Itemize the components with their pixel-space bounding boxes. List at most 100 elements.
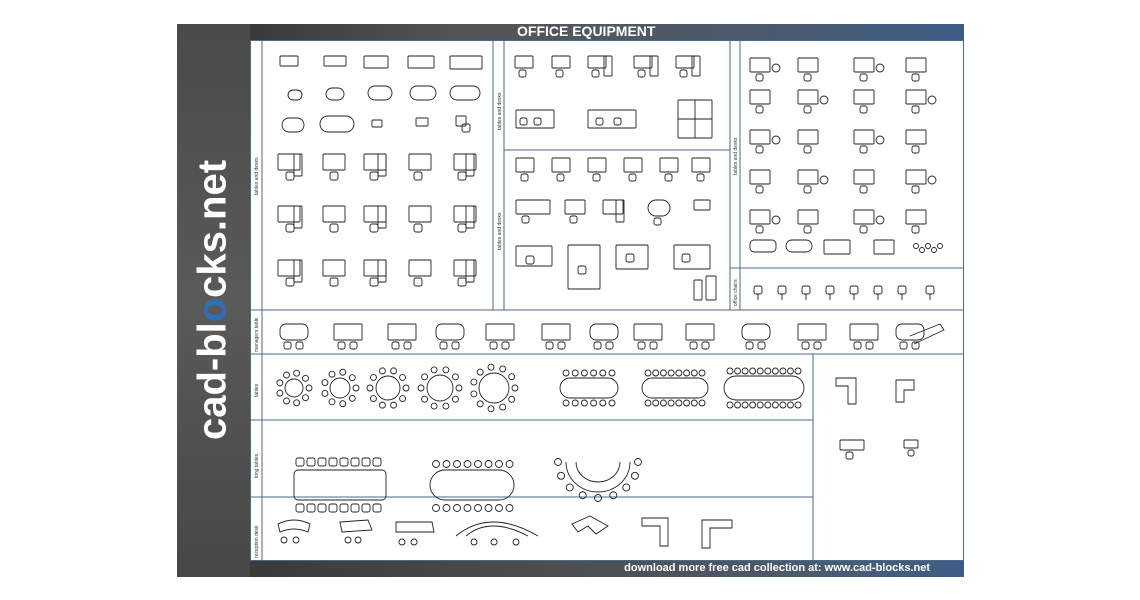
reception-desk <box>701 519 733 549</box>
round-symbol <box>819 95 829 105</box>
round-symbol <box>565 483 574 492</box>
round-symbol <box>925 243 931 249</box>
chair-symbol <box>361 503 371 513</box>
round-symbol <box>734 367 742 375</box>
chair-symbol <box>595 117 604 126</box>
reception-desk <box>465 525 529 537</box>
desk-symbol <box>367 85 393 101</box>
footer-link[interactable]: download more free cad collection at: ww… <box>624 562 930 574</box>
chair-symbol <box>361 457 371 467</box>
chair-symbol <box>545 341 554 350</box>
desk-symbol <box>485 323 515 341</box>
round-symbol <box>505 504 514 512</box>
round-symbol <box>508 395 516 403</box>
desk-symbol <box>691 157 711 173</box>
round-symbol <box>432 460 440 468</box>
chair-symbol <box>501 341 510 350</box>
desk-symbol <box>623 157 643 173</box>
round-symbol <box>609 491 618 500</box>
round-symbol <box>344 536 352 544</box>
round-symbol <box>726 401 734 409</box>
corner-desk <box>895 379 915 403</box>
chair-symbol <box>328 503 338 513</box>
round-symbol <box>487 363 495 371</box>
chair-symbol <box>285 223 295 233</box>
desk-symbol <box>749 239 777 253</box>
round-symbol <box>571 399 579 407</box>
round-symbol <box>659 399 667 407</box>
round-symbol <box>476 400 484 408</box>
desk-symbol <box>287 89 303 101</box>
chair-symbol <box>605 341 614 350</box>
chair-symbol <box>803 73 812 82</box>
desk-symbol <box>633 55 653 69</box>
chair-symbol <box>664 173 673 182</box>
chair-symbol <box>439 341 448 350</box>
desk-symbol <box>693 199 711 211</box>
round-symbol <box>474 504 482 512</box>
chair-symbol <box>329 277 339 287</box>
chair-symbol <box>755 185 764 194</box>
desk-symbol <box>633 323 663 341</box>
round-symbol <box>927 175 937 185</box>
desk-symbol <box>675 55 695 69</box>
reception-desk <box>339 519 373 533</box>
desk-symbol <box>377 259 387 283</box>
desk-symbol <box>903 439 919 449</box>
desk-symbol <box>465 259 475 283</box>
chair-symbol <box>859 185 868 194</box>
label-long-tables: long tables <box>254 453 260 478</box>
round-symbol <box>284 378 304 398</box>
desk-symbol <box>615 199 625 223</box>
label-tables: tables <box>254 383 260 397</box>
round-symbol <box>580 399 588 407</box>
round-symbol <box>511 384 519 392</box>
desk-symbol <box>749 169 771 185</box>
desk-symbol <box>853 209 875 225</box>
reception-desk <box>455 521 539 537</box>
desk-symbol <box>279 323 309 341</box>
chair-symbol <box>613 117 622 126</box>
chair-symbol <box>555 69 564 78</box>
chair-symbol <box>593 341 602 350</box>
chair-symbol <box>350 457 360 467</box>
round-symbol <box>484 504 493 512</box>
chair-symbol <box>372 457 382 467</box>
oval-table <box>641 377 709 399</box>
round-symbol <box>919 247 925 253</box>
reception-desk <box>571 515 609 535</box>
round-symbol <box>442 460 451 468</box>
round-symbol <box>348 394 356 402</box>
desk-symbol <box>649 55 659 77</box>
desk-symbol <box>515 157 535 173</box>
round-symbol <box>764 401 772 409</box>
desk-symbol <box>363 55 389 69</box>
desk-symbol <box>797 323 827 341</box>
round-symbol <box>352 384 360 392</box>
round-symbol <box>756 367 764 375</box>
round-symbol <box>562 369 570 377</box>
chair-symbol <box>337 341 346 350</box>
round-symbol <box>426 374 454 402</box>
desk-symbol <box>322 153 346 171</box>
desk-symbol <box>281 117 305 133</box>
round-symbol <box>293 399 301 407</box>
round-symbol <box>495 460 503 468</box>
desk-symbol <box>363 153 387 171</box>
chair-symbol <box>413 223 423 233</box>
cad-drawing: tables and desks tables and desks tables… <box>250 40 964 561</box>
round-symbol <box>453 460 461 468</box>
round-symbol <box>442 504 451 512</box>
label-office-chairs: office chairs <box>733 279 739 306</box>
round-symbol <box>512 538 520 546</box>
round-symbol <box>421 373 429 381</box>
desk-symbol <box>293 259 303 283</box>
round-symbol <box>608 369 616 377</box>
brand-suffix: cks.net <box>190 159 235 298</box>
chair-symbol <box>803 145 812 154</box>
round-symbol <box>608 399 616 407</box>
round-symbol <box>339 400 347 408</box>
chair-symbol <box>849 285 859 295</box>
label-tables-and-desks-1: tables and desks <box>254 157 260 195</box>
round-symbol <box>399 395 407 403</box>
